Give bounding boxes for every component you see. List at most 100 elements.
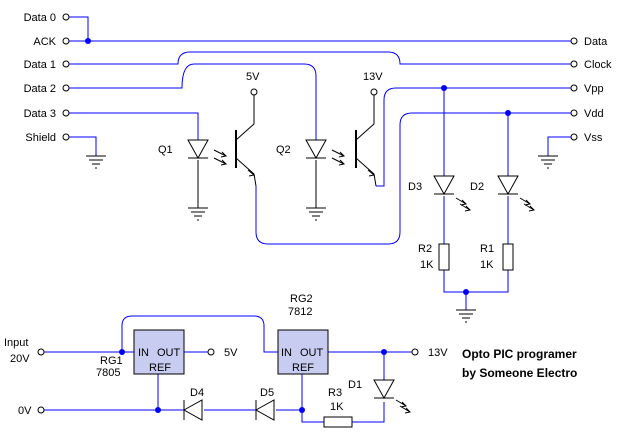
arrow-icon: [213, 149, 228, 158]
label-r1-value: 1K: [480, 259, 494, 271]
label-q1: Q1: [158, 144, 173, 156]
led-d2: [497, 175, 536, 212]
emitter-arrow-icon: [247, 169, 256, 177]
label-r1: R1: [480, 243, 494, 255]
label-data3: Data 3: [24, 108, 56, 120]
arrow-icon: [523, 203, 536, 212]
wire-q2-vpp: [376, 87, 571, 187]
led-icon: [497, 175, 519, 196]
label-d4: D4: [190, 387, 204, 399]
diode-icon: [254, 399, 275, 421]
label-rg1: RG1: [100, 355, 123, 367]
optocoupler-q2: [305, 88, 378, 187]
led-icon: [305, 139, 327, 160]
label-rg1-part: 7805: [96, 367, 120, 379]
wire-q1-vdd: [255, 112, 571, 245]
arrow-icon: [395, 399, 408, 408]
regulator-body: [277, 329, 329, 375]
label-rg2: RG2: [290, 293, 313, 305]
arrow-icon: [455, 197, 468, 206]
led-icon: [433, 175, 455, 196]
wire-rg2-ref-r3: [301, 374, 324, 423]
ground-icon: [456, 309, 476, 323]
label-vdd: Vdd: [584, 108, 604, 120]
wire-resistors-common: [443, 270, 509, 293]
label-r3: R3: [328, 387, 342, 399]
supply-wires: [44, 315, 412, 423]
arrow-icon: [331, 157, 346, 166]
wire-data1-clock: [69, 51, 571, 65]
label-rg2-part: 7812: [288, 306, 312, 318]
label-5v-supply: 5V: [246, 71, 260, 83]
signal-wires: [69, 16, 571, 310]
ground-icon: [86, 155, 106, 169]
left-connector: Data 0 ACK Data 1 Data 2 Data 3 Shield: [24, 12, 70, 144]
ground-icon: [306, 160, 326, 221]
arrow-icon: [459, 203, 472, 212]
label-out-13v: 13V: [428, 347, 448, 359]
arrow-icon: [519, 197, 532, 206]
wire-data2-q2: [69, 63, 317, 140]
regulator-body: [133, 329, 185, 375]
label-clock: Clock: [584, 59, 612, 71]
led-d1: [373, 379, 412, 414]
rg2-pin-out: OUT: [300, 347, 324, 359]
label-d2: D2: [470, 181, 484, 193]
schematic-title: Opto PIC programer: [462, 347, 577, 361]
left-terminals: [62, 13, 70, 141]
rg1-pin-out: OUT: [157, 347, 181, 359]
rg2-pin-in: IN: [281, 347, 292, 359]
arrow-icon: [213, 157, 228, 166]
label-data: Data: [584, 36, 608, 48]
wire-data0-ack: [69, 16, 89, 41]
arrow-icon: [399, 405, 412, 414]
ground-icon: [538, 155, 558, 169]
diode-d4: [182, 399, 203, 421]
rg1-pin-in: IN: [138, 347, 149, 359]
supply-junction-dots: [119, 349, 387, 413]
label-vpp: Vpp: [584, 83, 604, 95]
label-data0: Data 0: [24, 12, 56, 24]
label-d1: D1: [348, 379, 362, 391]
rg1-pin-ref: REF: [149, 362, 171, 374]
wire-data3-q1: [69, 112, 199, 140]
label-input: Input: [4, 337, 28, 349]
label-data2: Data 2: [24, 83, 56, 95]
led-d3: [433, 175, 472, 212]
resistor-r1: [502, 243, 514, 271]
right-terminals: [570, 37, 578, 141]
wire-shield: [69, 136, 97, 156]
supply-terminals: [37, 348, 419, 414]
schematic-subtitle: by Someone Electro: [462, 366, 577, 380]
resistor-r2: [438, 243, 450, 271]
label-r2-value: 1K: [420, 259, 434, 271]
wire-vss: [547, 136, 571, 156]
right-connector: Data Clock Vpp Vdd Vss: [570, 36, 612, 144]
ground-icon: [188, 160, 208, 221]
label-vss: Vss: [584, 132, 603, 144]
label-d5: D5: [260, 387, 274, 399]
regulator-rg1: IN OUT REF: [133, 329, 185, 375]
label-ground-0v: 0V: [18, 405, 32, 417]
ground-symbols: [86, 155, 558, 323]
diode-icon: [182, 399, 203, 421]
wire-r3-d1: [352, 402, 385, 423]
wire-rg1-in-rg2-in: [121, 315, 280, 353]
label-shield: Shield: [25, 132, 56, 144]
label-r3-value: 1K: [330, 401, 344, 413]
emitter-arrow-icon: [367, 169, 376, 177]
diode-d5: [254, 399, 275, 421]
label-d3: D3: [408, 181, 422, 193]
junction-dots: [85, 38, 511, 295]
led-icon: [187, 139, 209, 160]
label-ack: ACK: [33, 36, 56, 48]
regulator-rg2: IN OUT REF: [277, 329, 329, 375]
arrow-icon: [331, 149, 346, 158]
label-out-5v: 5V: [224, 347, 238, 359]
label-q2: Q2: [276, 144, 291, 156]
label-r2: R2: [418, 243, 432, 255]
optocoupler-q1: [187, 88, 258, 187]
label-13v-supply: 13V: [363, 71, 383, 83]
resistor-r3: [323, 416, 353, 428]
